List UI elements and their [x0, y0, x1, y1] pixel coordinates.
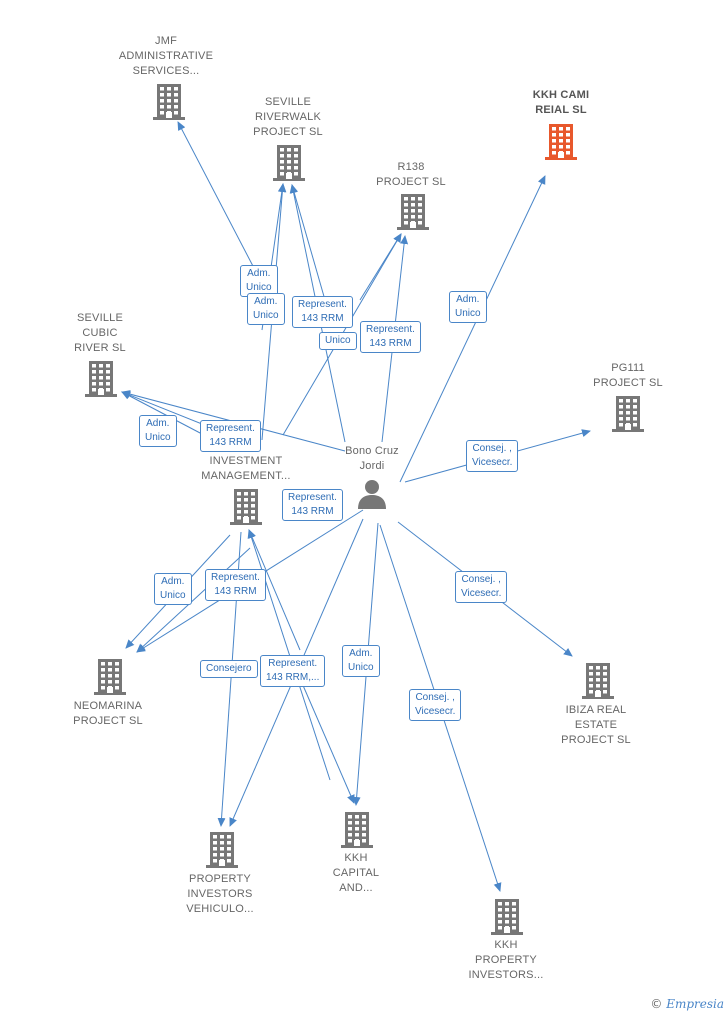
- edge-label: Adm. Unico: [449, 291, 487, 323]
- person-icon: [358, 480, 386, 509]
- node-label: PROPERTY INVESTORS VEHICULO...: [186, 873, 254, 915]
- edge-label: Adm. Unico: [247, 293, 285, 325]
- building-icon[interactable]: [581, 663, 615, 699]
- edge-arrow: [177, 121, 256, 271]
- node-label: NEOMARINA PROJECT SL: [73, 700, 143, 727]
- node-ibiza-real-estate[interactable]: IBIZA REAL ESTATE PROJECT SL: [526, 703, 666, 748]
- node-kkh-cami-reial[interactable]: KKH CAMI REIAL SL: [491, 88, 631, 118]
- edge-label: Consej. , Vicesecr.: [409, 689, 462, 721]
- node-label: SEVILLE RIVERWALK PROJECT SL: [253, 96, 323, 138]
- node-label: KKH CAMI REIAL SL: [532, 89, 590, 116]
- node-property-investors-vehiculo[interactable]: PROPERTY INVESTORS VEHICULO...: [150, 872, 290, 917]
- person-name: Bono Cruz Jordi: [345, 445, 399, 472]
- edge-label: Represent. 143 RRM,...: [260, 655, 326, 687]
- building-icon[interactable]: [611, 396, 645, 432]
- edge-label: Represent. 143 RRM: [360, 321, 421, 353]
- building-icon[interactable]: [229, 489, 263, 525]
- node-label: INVESTMENT MANAGEMENT...: [201, 455, 291, 482]
- building-icon[interactable]: [205, 832, 239, 868]
- edge-label: Adm. Unico: [240, 265, 278, 297]
- node-seville-riverwalk[interactable]: SEVILLE RIVERWALK PROJECT SL: [218, 95, 358, 140]
- building-icon[interactable]: [340, 812, 374, 848]
- node-kkh-property-investors[interactable]: KKH PROPERTY INVESTORS...: [436, 938, 576, 983]
- edge-label: Represent. 143 RRM: [205, 569, 266, 601]
- edge-arrow: [248, 529, 301, 651]
- brand-watermark: © Empresia: [650, 997, 724, 1011]
- node-label: JMF ADMINISTRATIVE SERVICES...: [118, 35, 214, 77]
- node-r138[interactable]: R138 PROJECT SL: [341, 160, 481, 190]
- edge-label: Consej. , Vicesecr.: [455, 571, 508, 603]
- edge-arrow: [399, 175, 546, 483]
- edge-label: Adm. Unico: [139, 415, 177, 447]
- copyright-icon: ©: [650, 997, 663, 1011]
- node-kkh-capital[interactable]: KKH CAPITAL AND...: [286, 851, 426, 896]
- node-label: R138 PROJECT SL: [376, 161, 446, 188]
- node-label: IBIZA REAL ESTATE PROJECT SL: [561, 704, 631, 746]
- node-label: PG111 PROJECT SL: [593, 362, 663, 389]
- building-icon[interactable]: [490, 899, 524, 935]
- edge-label: Represent. 143 RRM: [282, 489, 343, 521]
- building-icon[interactable]: [93, 659, 127, 695]
- node-seville-cubic-river[interactable]: SEVILLE CUBIC RIVER SL: [30, 311, 170, 356]
- person-node[interactable]: Bono Cruz Jordi: [327, 444, 417, 510]
- edge-label: Represent. 143 RRM: [200, 420, 261, 452]
- building-icon[interactable]: [544, 124, 578, 160]
- edge-label: Adm. Unico: [154, 573, 192, 605]
- node-pg111[interactable]: PG111 PROJECT SL: [558, 361, 698, 391]
- edge-label: Adm. Unico: [342, 645, 380, 677]
- building-icon[interactable]: [152, 84, 186, 120]
- edge-label: Unico: [319, 332, 357, 350]
- node-neomarina[interactable]: NEOMARINA PROJECT SL: [38, 699, 178, 729]
- node-jmf[interactable]: JMF ADMINISTRATIVE SERVICES...: [96, 34, 236, 79]
- building-icon[interactable]: [396, 194, 430, 230]
- edge-arrow: [136, 547, 251, 653]
- edge-label: Represent. 143 RRM: [292, 296, 353, 328]
- building-icon[interactable]: [272, 145, 306, 181]
- brand-name: Empresia: [666, 997, 724, 1011]
- edge-arrow: [290, 184, 326, 301]
- edge-label: Consej. , Vicesecr.: [466, 440, 519, 472]
- building-icon[interactable]: [84, 361, 118, 397]
- edge-arrow: [121, 391, 203, 435]
- edge-label: Consejero: [200, 660, 258, 678]
- node-label: SEVILLE CUBIC RIVER SL: [74, 312, 126, 354]
- node-investment-management[interactable]: INVESTMENT MANAGEMENT...: [176, 454, 316, 484]
- node-label: KKH CAPITAL AND...: [332, 852, 380, 894]
- node-label: KKH PROPERTY INVESTORS...: [468, 939, 544, 981]
